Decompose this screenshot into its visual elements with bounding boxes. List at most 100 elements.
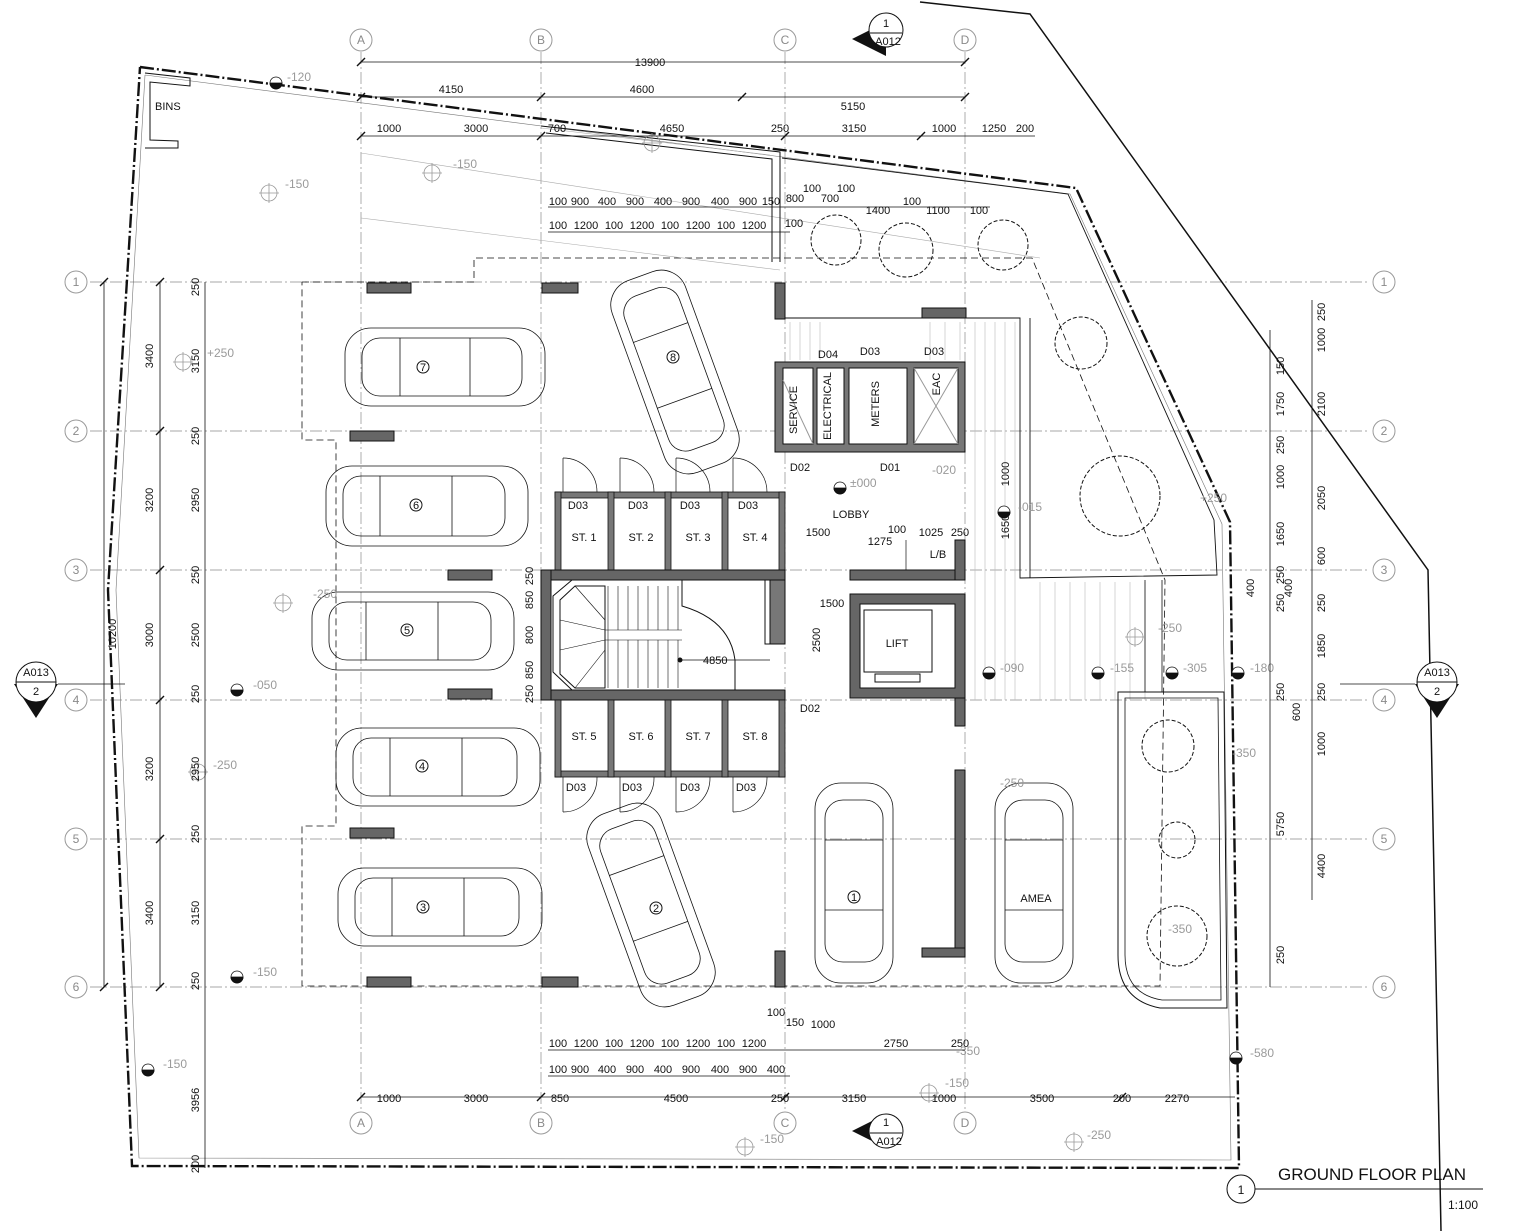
dim-right-b-6: 250 <box>1275 594 1287 612</box>
dim-bot-r2-4: 400 <box>654 1064 672 1076</box>
dim-bot-r3-8: 200 <box>1113 1093 1131 1105</box>
dim-top-r4a-3: 900 <box>626 196 644 208</box>
level-c4: -015 <box>1018 500 1042 514</box>
level-c11: -350 <box>1232 746 1256 760</box>
svg-text:2: 2 <box>1381 424 1388 438</box>
svg-text:3: 3 <box>1381 563 1388 577</box>
dim-bot-extra-0: 100 <box>767 1007 785 1019</box>
grid-bubble-b-top: B <box>529 28 553 52</box>
dim-bot-r2-5: 900 <box>682 1064 700 1076</box>
site-boundary <box>106 65 1241 1170</box>
section-bottom-sheet: A012 <box>876 1136 902 1148</box>
drawing-title: GROUND FLOOR PLAN <box>1278 1165 1466 1184</box>
section-marker-bottom: 1 A012 <box>852 1113 904 1149</box>
storages-bottom-walls <box>554 699 786 778</box>
section-marker-top: 1 A012 <box>852 12 904 56</box>
car-amea <box>994 782 1074 984</box>
drawing-scale: 1:100 <box>1448 1198 1478 1212</box>
dim-top-r3-2: 700 <box>548 123 566 135</box>
level-b7: -150 <box>760 1132 784 1146</box>
stair-core <box>540 569 786 701</box>
dim-left-mid-0: 3400 <box>144 344 156 368</box>
level-c8: -250 <box>1158 621 1182 635</box>
dim-bot-r3-5: 3150 <box>842 1093 866 1105</box>
stair-treads <box>559 585 682 689</box>
dim-top-r2-0: 4150 <box>439 84 463 96</box>
dim-left-outer-2: 200 <box>190 1155 202 1173</box>
dim-right-c-0: 400 <box>1245 579 1257 597</box>
room-eac: EAC <box>931 373 943 396</box>
level-l4: -150 <box>253 965 277 979</box>
stair-run-dim: 4850 <box>703 655 727 667</box>
dim-right-b-1: 1750 <box>1275 392 1287 416</box>
dim-top-r3-5: 3150 <box>842 123 866 135</box>
dim-left-inner-4: 250 <box>190 566 202 584</box>
section-left-num: A013 <box>23 667 49 679</box>
car-6 <box>325 465 529 547</box>
dimension-lines <box>103 61 1313 1168</box>
dim-stair-v-1: 850 <box>524 591 536 609</box>
car-5 <box>311 591 515 671</box>
dim-left-outer-0: 10200 <box>107 619 119 650</box>
dim-right-a-3: 2050 <box>1316 486 1328 510</box>
room-service: SERVICE <box>788 386 800 434</box>
entrance-path-2 <box>545 132 773 262</box>
dim-bot-r1-6: 100 <box>717 1038 735 1050</box>
dim-top-r4a-12: 1400 <box>866 205 890 217</box>
dim-bot-r2-3: 900 <box>626 1064 644 1076</box>
dim-right-b-3: 1000 <box>1275 465 1287 489</box>
dim-left-outer-1: 3956 <box>190 1088 202 1112</box>
dim-top-r4a-0: 100 <box>549 196 567 208</box>
door-d01: D01 <box>880 462 900 474</box>
dim-left-mid-2: 3000 <box>144 623 156 647</box>
section-marker-left: A013 2 <box>14 661 125 718</box>
dim-left-inner-5: 2500 <box>190 623 202 647</box>
dim-stair-v-2: 800 <box>524 626 536 644</box>
dim-top-r4b-3: 1200 <box>630 220 654 232</box>
grid-bubble-c-bottom: C <box>773 1111 797 1135</box>
svg-text:2: 2 <box>73 424 80 438</box>
dim-top-r4a-15: 100 <box>970 205 988 217</box>
dim-bot-r1-1: 1200 <box>574 1038 598 1050</box>
level-t1: -150 <box>453 157 477 171</box>
dim-top-r2-1: 4600 <box>630 84 654 96</box>
dim-bot-r2-7: 900 <box>739 1064 757 1076</box>
dim-top-r4b-7: 1200 <box>742 220 766 232</box>
storage-st7: ST. 7 <box>685 731 710 743</box>
level-c6: -090 <box>1000 661 1024 675</box>
grid-bubble-6-right: 6 <box>1372 975 1396 999</box>
parking-1: 1 <box>851 892 857 904</box>
level-c2: ±000 <box>850 476 877 490</box>
grid-bubble-a-top: A <box>349 28 373 52</box>
level-b4: -150 <box>945 1076 969 1090</box>
svg-text:C: C <box>781 1116 790 1130</box>
dim-top-r3-8: 200 <box>1016 123 1034 135</box>
dim-left-inner-1: 3150 <box>190 349 202 373</box>
level-b3: -350 <box>956 1044 980 1058</box>
car-2 <box>586 802 716 1008</box>
dim-bot-r2-1: 900 <box>571 1064 589 1076</box>
dim-top-r3-7: 1250 <box>982 123 1006 135</box>
dim-right-a-6: 1850 <box>1316 634 1328 658</box>
door-d03-st1: D03 <box>568 500 588 512</box>
dim-bot-extra-4: 250 <box>951 1038 969 1050</box>
dim-right-a-2: 2100 <box>1316 392 1328 416</box>
parking-outline <box>301 257 1166 987</box>
planter-right-inner <box>1124 697 1222 1001</box>
door-d02-bottom: D02 <box>800 703 820 715</box>
dim-left-inner-8: 250 <box>190 825 202 843</box>
dim-bot-r1-2: 100 <box>605 1038 623 1050</box>
dim-top-r4a-10: 100 <box>803 183 821 195</box>
grid-bubble-6-left: 6 <box>64 975 88 999</box>
dimension-ticks <box>99 57 1127 1102</box>
level-l2: -050 <box>253 678 277 692</box>
level-t2: -150 <box>285 177 309 191</box>
level-c5: +250 <box>1200 491 1227 505</box>
section-top-num: 1 <box>883 18 889 30</box>
dim-bot-r1-3: 1200 <box>630 1038 654 1050</box>
dim-bot-r2-8: 400 <box>767 1064 785 1076</box>
dim-top-r2-2: 5150 <box>841 101 865 113</box>
section-marker-right: A013 2 <box>1340 661 1459 718</box>
stair-run-dot <box>677 657 683 663</box>
